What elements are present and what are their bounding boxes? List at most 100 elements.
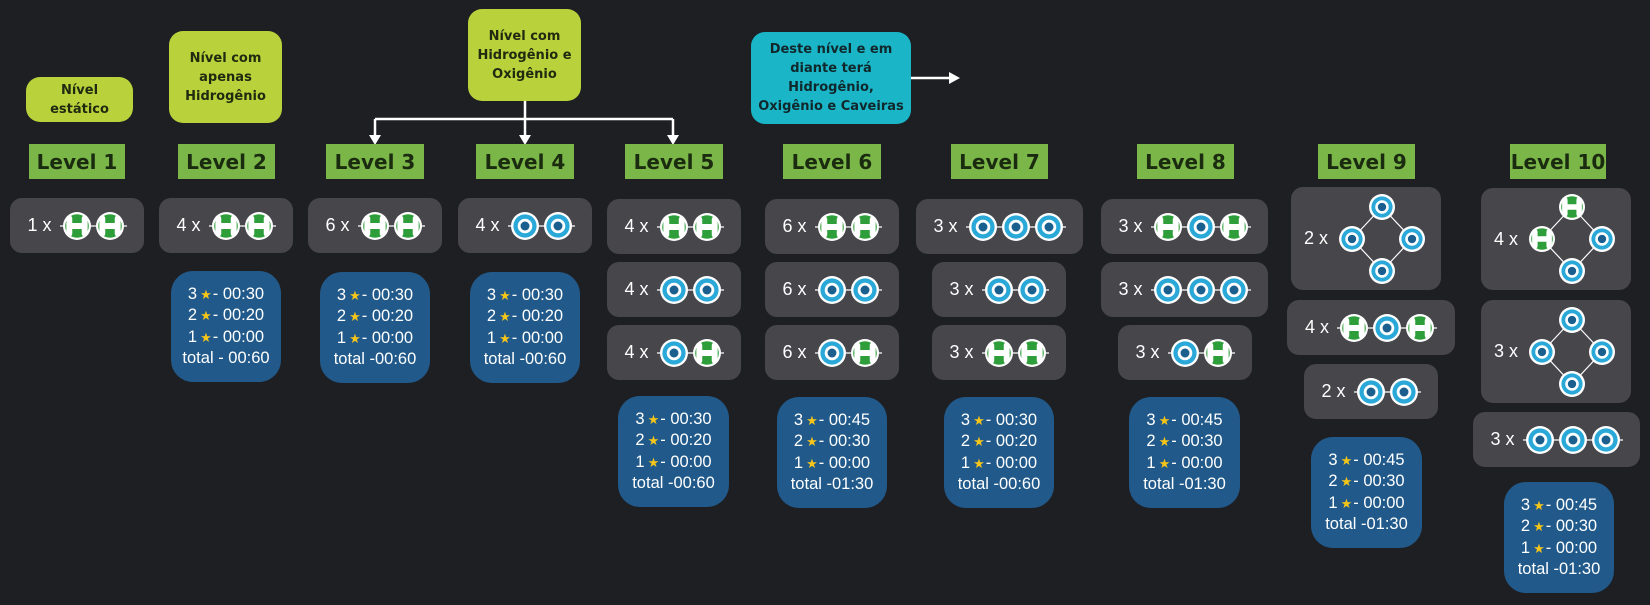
level-6-score-card: 3★- 00:45 2★- 00:30 1★- 00:00 total -01:… [777,397,887,508]
level-3-molecule-card-1: 6 x [308,198,442,253]
score-1-star: 1★- 00:00 [794,453,870,475]
molecule-count: 4 x [176,215,201,235]
hydrogen-pair-icon [208,208,276,244]
hydrogen-oxygen-hydrogen-icon [1337,310,1437,346]
hydrogen-pair-icon [656,209,724,245]
score-2-stars: 2★- 00:30 [1146,431,1222,453]
oxygen-atom-icon [1559,258,1585,284]
molecule-count: 6 x [782,342,807,362]
star-icon: ★ [1158,412,1171,428]
hydrogen-atom-icon [360,211,389,240]
star-icon: ★ [200,286,212,302]
molecule-count: 4 x [475,215,500,235]
molecule-count: 3 x [949,342,974,362]
oxygen-atom-icon [1589,338,1615,365]
hydrogen-atom-icon [1017,338,1046,367]
hydrogen-atom-icon [244,211,273,240]
oxygen-atom-icon [817,338,846,367]
score-total: total - 00:60 [182,349,270,367]
score-2-stars: 2★- 00:20 [487,306,563,328]
oxygen-pair-icon [814,272,882,308]
oxygen-atom-icon [1399,225,1425,252]
score-1-star: 1★- 00:00 [188,327,264,349]
oxygen-atom-icon [1529,338,1555,365]
hydrogen-atom-icon [1529,226,1555,252]
star-icon: ★ [806,455,818,471]
score-2-stars: 2★- 00:20 [961,431,1037,453]
oxygen-atom-icon [1153,275,1182,304]
note-static-level: Nível estático [26,77,133,122]
level-10-molecule-card-1: 4 x [1481,188,1631,290]
molecule-count: 3 x [949,279,974,299]
level-3-score-card: 3★- 00:30 2★- 00:20 1★- 00:00 total -00:… [320,272,430,383]
score-total: total -01:30 [1517,560,1601,578]
level-9-score-card: 3★- 00:45 2★- 00:30 1★- 00:00 total -01:… [1311,437,1422,548]
hydrogen-atom-icon [393,211,422,240]
star-icon: ★ [349,330,361,346]
level-8-molecule-card-3: 3 x [1118,325,1252,380]
oxygen-atom-icon [1389,377,1418,406]
hydrogen-atom-icon [1219,212,1248,241]
molecule-count: 2 x [1321,381,1346,401]
level-5-molecule-card-3: 4 x [607,325,741,380]
hydrogen-atom-icon [95,211,124,240]
star-icon: ★ [1533,519,1545,534]
hydrogen-pair-icon [814,209,882,245]
oxygen-atom-icon [817,275,846,304]
hydrogen-atom-icon [1559,194,1585,220]
score-2-stars: 2★- 00:30 [1521,516,1597,538]
level-6-molecule-card-2: 6 x [765,262,899,317]
level-7-molecule-card-1: 3 x [916,199,1083,254]
arrowhead-level-4 [519,135,531,145]
hydrogen-pair-icon [59,208,127,244]
arrowhead-forward [949,72,960,84]
star-icon: ★ [647,411,660,427]
molecule-count: 4 x [624,342,649,362]
score-3-stars: 3★- 00:30 [337,285,413,307]
oxygen-atom-icon [1170,338,1199,367]
level-7-label: Level 7 [951,144,1048,179]
level-1-label: Level 1 [29,144,125,179]
star-icon: ★ [806,434,818,449]
level-5-molecule-card-1: 4 x [607,199,741,254]
score-1-star: 1★- 00:00 [1146,453,1222,475]
score-1-star: 1★- 00:00 [961,453,1037,475]
oxygen-hydrogen-icon [1167,335,1235,371]
molecule-count: 3 x [1118,279,1143,299]
score-2-stars: 2★- 00:20 [188,305,264,327]
level-7-molecule-card-2: 3 x [932,262,1066,317]
star-icon: ★ [973,412,985,428]
level-7-score-card: 3★- 00:30 2★- 00:20 1★- 00:00 total -00:… [944,397,1054,508]
level-10-molecule-card-2: 3 x [1481,300,1631,403]
level-4-label: Level 4 [476,144,574,179]
molecule-count: 3 x [1493,341,1518,361]
oxygen-atom-icon [1001,212,1030,241]
star-icon: ★ [1340,474,1353,489]
star-icon: ★ [1340,495,1353,511]
oxygen-atom-icon [692,275,721,304]
level-10-label: Level 10 [1510,144,1606,179]
score-1-star: 1★- 00:00 [635,452,711,474]
score-1-star: 1★- 00:00 [1521,538,1597,560]
molecule-count: 4 x [1493,228,1518,249]
oxygen-pair-icon [981,272,1049,308]
level-4-molecule-card-1: 4 x [458,198,592,253]
score-2-stars: 2★- 00:30 [1328,471,1404,493]
hydrogen-atom-icon [850,212,879,241]
oxygen-hydrogen-icon [814,335,882,371]
hydrogen-atom-icon [62,211,91,240]
mixed-ring-icon [1526,193,1618,285]
score-total: total -00:60 [957,475,1041,493]
hydrogen-atom-icon [692,212,721,241]
oxygen-atom-icon [1559,306,1585,333]
oxygen-atom-icon [659,338,688,367]
hydrogen-atom-icon [1406,313,1434,342]
level-5-label: Level 5 [625,144,723,179]
note-hydrogen-oxygen: Nível com Hidrogênio e Oxigênio [468,9,581,101]
level-10-score-card: 3★- 00:45 2★- 00:30 1★- 00:00 total -01:… [1504,482,1614,593]
score-total: total -01:30 [1143,475,1226,493]
hydrogen-atom-icon [659,212,688,241]
molecule-count: 3 x [933,216,958,236]
level-8-score-card: 3★- 00:45 2★- 00:30 1★- 00:00 total -01:… [1129,397,1240,508]
